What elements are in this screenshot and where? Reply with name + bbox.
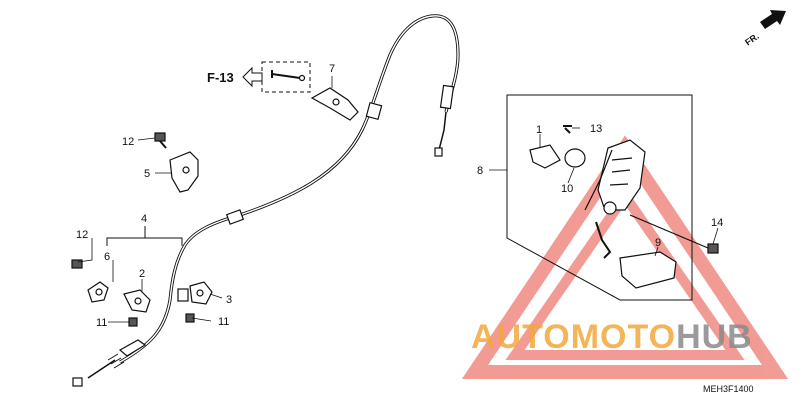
- clamp-3: [185, 281, 213, 323]
- watermark-triangle: [461, 135, 789, 379]
- callout-4: 4: [141, 213, 147, 225]
- callout-2: 2: [139, 268, 145, 280]
- bracket-5: [154, 132, 199, 193]
- front-direction-label: FR.: [743, 31, 761, 48]
- callout-1: 1: [536, 124, 542, 136]
- reference-arrow-icon: [242, 66, 263, 88]
- callout-11-left: 11: [96, 317, 107, 329]
- group-4-bracket-line: [106, 226, 183, 246]
- watermark-text-automoto: AUTOMOTO: [471, 318, 676, 356]
- assembly-box-8: [506, 94, 693, 301]
- callout-12-lower: 12: [76, 229, 88, 241]
- callout-13: 13: [590, 123, 602, 135]
- leader-lines: [77, 76, 719, 323]
- reference-dashed-box: [261, 61, 311, 93]
- callout-10: 10: [561, 183, 573, 195]
- callout-6: 6: [104, 251, 110, 263]
- watermark-logo: AUTOMOTOHUB: [471, 318, 753, 356]
- callout-12-upper: 12: [122, 136, 134, 148]
- parking-brake-pedal-assembly: [529, 125, 719, 289]
- reference-label: F-13: [207, 70, 234, 85]
- callout-14: 14: [711, 217, 723, 229]
- callout-5: 5: [144, 168, 150, 180]
- callout-7: 7: [329, 63, 335, 75]
- parking-brake-cable: [72, 14, 460, 387]
- callout-numbers: 1 2 3 4 5 6 7 8 9 10 11 11 12 12 13 14: [76, 63, 723, 329]
- bracket-7: [271, 70, 359, 121]
- clamp-assembly-left: [71, 259, 151, 327]
- callout-8: 8: [477, 165, 483, 177]
- callout-11-right: 11: [218, 316, 229, 328]
- callout-3: 3: [226, 294, 232, 306]
- svg-text:AUTOMOTOHUB: AUTOMOTOHUB: [471, 318, 753, 356]
- drawing-code: MEH3F1400: [703, 384, 754, 394]
- callout-9: 9: [655, 237, 661, 249]
- front-direction-arrow-icon: [760, 10, 786, 29]
- watermark-text-hub: HUB: [676, 318, 753, 356]
